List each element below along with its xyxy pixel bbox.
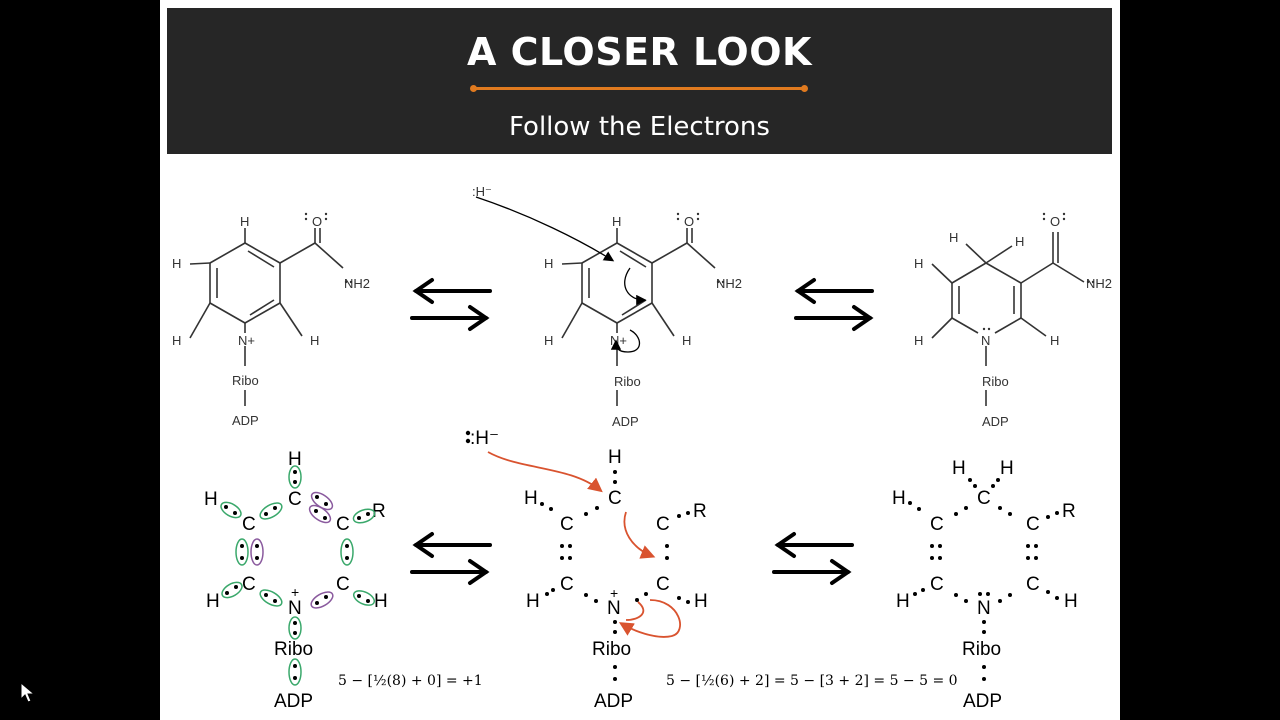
atom-label: H [1015,234,1024,249]
formal-charge-equation: 5 − [½(8) + 0] = +1 [338,673,483,689]
ribo-label: Ribo [962,639,1001,660]
atom-label: H [1000,458,1014,479]
atom-label: R [372,501,386,522]
atom-label: H [544,333,553,348]
nadh-skeletal: H H H H H N O NH2 Ribo ADP [914,212,1112,429]
atom-label: C [656,514,670,535]
atom-label: N+ [238,333,255,348]
lewis-structure-nad-plus: H C H C C R C C H H N + Ribo ADP [204,449,483,712]
atom-label: H [240,214,249,229]
atom-label: C [608,488,622,509]
atom-label: C [288,489,302,510]
atom-label: N+ [610,333,627,348]
atom-label: H [914,333,923,348]
atom-label: C [1026,574,1040,595]
adp-label: ADP [963,691,1002,712]
atom-label: H [612,214,621,229]
lewis-structure-hydride-attack: :H⁻ H C H C C R C C H H N + Ribo ADP [465,428,958,712]
adp-label: ADP [594,691,633,712]
atom-label: H [310,333,319,348]
atom-label: H [896,591,910,612]
atom-label: R [1062,501,1076,522]
atom-label: O [1050,214,1060,229]
atom-label: NH2 [1086,276,1112,291]
atom-label: H [694,591,708,612]
atom-label: N [981,333,990,348]
atom-label: H [524,488,538,509]
atom-label: R [693,501,707,522]
atom-label: N [977,598,991,619]
adp-label: ADP [982,414,1009,429]
mouse-cursor-icon [20,682,36,703]
atom-label: H [682,333,691,348]
atom-label: C [930,574,944,595]
equilibrium-arrow [410,532,492,585]
atom-label: H [544,256,553,271]
charge-label: + [610,585,618,601]
hydride-label: :H⁻ [472,184,492,199]
atom-label: NH2 [344,276,370,291]
ribo-label: Ribo [592,639,631,660]
slide-subtitle: Follow the Electrons [509,112,770,142]
atom-label: N [288,598,302,619]
atom-label: H [526,591,540,612]
formal-charge-equation: 5 − [½(6) + 2] = 5 − [3 + 2] = 5 − 5 = 0 [666,673,958,689]
atom-label: H [892,488,906,509]
atom-label: O [684,214,694,229]
atom-label: C [930,514,944,535]
ribo-label: Ribo [274,639,313,660]
mechanism-diagram: H H H H N+ O NH2 Ribo ADP [172,184,1112,712]
adp-label: ADP [232,413,259,428]
title-banner: A CLOSER LOOK Follow the Electrons [167,8,1112,154]
atom-label: H [172,256,181,271]
atom-label: C [242,574,256,595]
atom-label: H [952,458,966,479]
ribo-label: Ribo [614,374,641,389]
equilibrium-arrow [794,278,874,331]
charge-label: + [291,584,299,600]
slide-title: A CLOSER LOOK [467,30,812,74]
atom-label: C [656,574,670,595]
atom-label: C [977,488,991,509]
atom-label: H [288,449,302,470]
adp-label: ADP [612,414,639,429]
atom-label: H [206,591,220,612]
ribo-label: Ribo [232,373,259,388]
hydride-label: :H⁻ [470,428,499,449]
atom-label: C [336,514,350,535]
equilibrium-arrow [410,278,492,331]
atom-label: H [914,256,923,271]
atom-label: C [560,514,574,535]
slide: A CLOSER LOOK Follow the Electrons [160,0,1120,720]
adp-label: ADP [274,691,313,712]
atom-label: C [560,574,574,595]
atom-label: C [336,574,350,595]
nad-plus-skeletal: H H H H N+ O NH2 Ribo ADP [172,212,370,428]
atom-label: H [949,230,958,245]
atom-label: H [172,333,181,348]
atom-label: H [1064,591,1078,612]
title-divider [470,85,808,92]
atom-label: C [242,514,256,535]
atom-label: N [607,598,621,619]
atom-label: C [1026,514,1040,535]
hydride-attack-skeletal: H H H H N+ O NH2 Ribo ADP :H⁻ [472,184,742,429]
atom-label: H [374,591,388,612]
atom-label: H [204,489,218,510]
lewis-structure-nadh: H H C H C C R C C H H N Ribo ADP [892,458,1078,712]
atom-label: NH2 [716,276,742,291]
equilibrium-arrow [772,532,854,585]
atom-label: H [608,447,622,468]
atom-label: O [312,214,322,229]
ribo-label: Ribo [982,374,1009,389]
atom-label: H [1050,333,1059,348]
